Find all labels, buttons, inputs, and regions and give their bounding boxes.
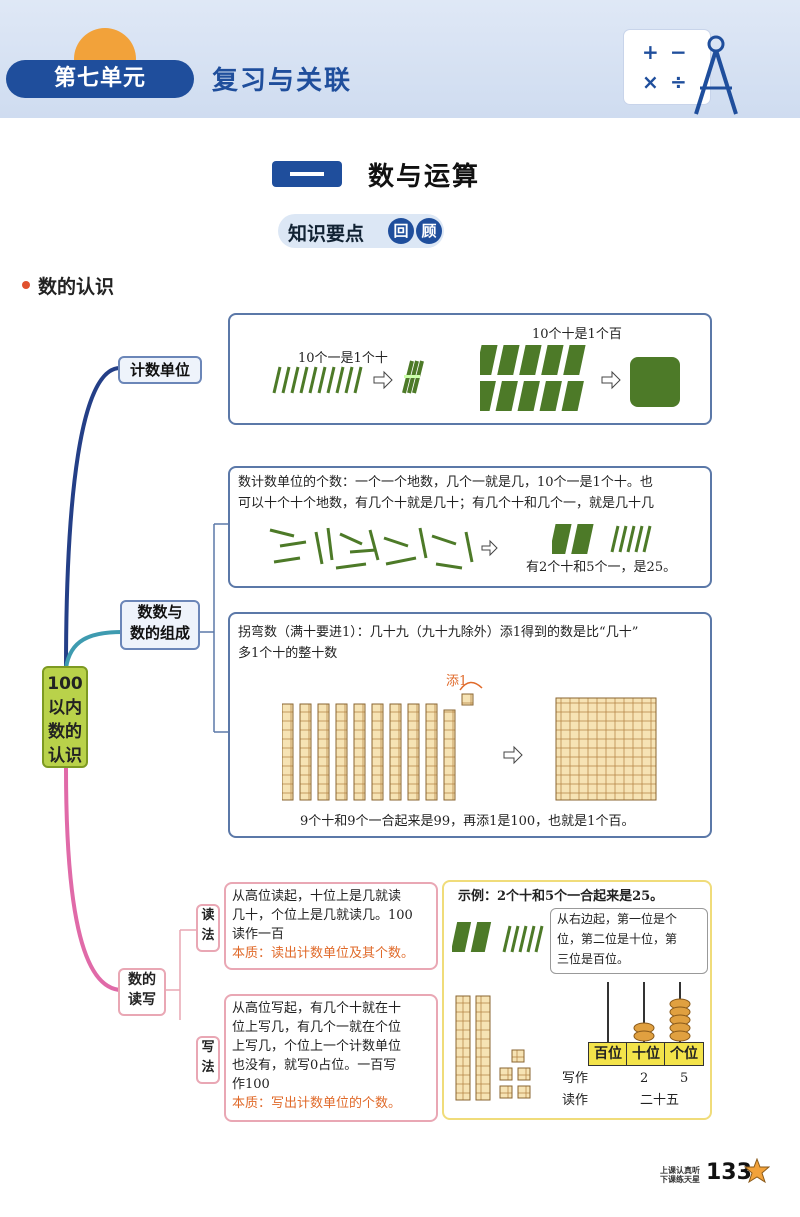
write-line-1: 从高位写起，有几个十就在十 — [232, 1001, 402, 1016]
read-tag-1: 读 — [201, 908, 215, 923]
branch-label-line-2: 数的组成 — [129, 624, 190, 642]
two-tens-five-ones-icon — [552, 524, 652, 554]
star-mascot-icon — [744, 1158, 770, 1184]
write-line-5: 作100 — [232, 1077, 270, 1092]
section-title: 数与运算 — [368, 162, 481, 192]
place-tens: 十位 — [626, 1042, 666, 1066]
read-tag: 读 法 — [196, 904, 220, 952]
write-digit-ones: 5 — [680, 1071, 689, 1086]
counting-text-line-2: 可以十个十个地数，有几个十就是几十；有几个十和几个一，就是几十几 — [238, 496, 655, 511]
caption-ones: 10个一是1个十 — [298, 351, 388, 366]
place-value-blocks-icon — [282, 681, 657, 801]
unit-label: 第七单元 — [6, 60, 194, 98]
example-title: 示例：2个十和5个一合起来是25。 — [458, 889, 664, 904]
math-operations-card: + − × ÷ — [624, 30, 710, 104]
bundle-of-ten-icon — [402, 360, 424, 394]
ten-bundles-to-hundred-icon — [480, 345, 680, 411]
caption-tens: 10个十是1个百 — [532, 327, 622, 342]
root-line-2: 以内 — [48, 698, 82, 718]
carry-text-line-1: 拐弯数（满十要进1）：几十九（九十九除外）添1得到的数是比“几十” — [238, 625, 639, 640]
page-number: 133 — [706, 1160, 752, 1185]
read-line-1: 从高位读起，十位上是几就读 — [232, 889, 402, 904]
write-tag: 写 法 — [196, 1036, 220, 1084]
write-line-4: 也没有，就写0占位。一百写 — [232, 1058, 397, 1073]
place-hundreds: 百位 — [588, 1042, 628, 1066]
counting-caption: 有2个十和5个一，是25。 — [526, 560, 677, 575]
root-line-3: 数的 — [48, 722, 82, 742]
branch-read-write: 数的 读写 — [118, 968, 166, 1016]
divide-icon: ÷ — [670, 70, 687, 94]
write-rules-box: 从高位写起，有几个十就在十 位上写几，有几个一就在个位 上写几，个位上一个计数单… — [224, 994, 438, 1122]
plus-icon: + — [642, 40, 659, 64]
example-box: 示例：2个十和5个一合起来是25。 从右边起，第一位是个 位，第二位是十位，第 … — [442, 880, 712, 1120]
place-ones: 个位 — [664, 1042, 704, 1066]
read-line-3: 读作一百 — [232, 927, 285, 942]
mindmap-root: 100 以内 数的 认识 — [42, 666, 88, 768]
carry-text-line-2: 多1个十的整十数 — [238, 646, 338, 661]
rw-label-line-2: 读写 — [128, 992, 156, 1008]
write-tag-1: 写 — [201, 1040, 215, 1055]
counting-units-box: 10个一是1个十 10个十是1个百 — [228, 313, 712, 425]
bubble-line-2: 位，第二位是十位，第 — [557, 932, 678, 946]
review-label: 知识要点 — [288, 223, 365, 245]
section-number: 一 — [290, 172, 324, 176]
example-blocks-icon — [455, 995, 531, 1101]
rw-label-line-1: 数的 — [128, 972, 156, 988]
read-tag-2: 法 — [201, 928, 215, 943]
write-essence: 本质：写出计数单位的个数。 — [232, 1096, 402, 1111]
carry-caption: 9个十和9个一合起来是99，再添1是100，也就是1个百。 — [300, 814, 635, 829]
times-icon: × — [642, 70, 659, 94]
ten-sticks-icon — [272, 366, 393, 394]
write-tag-2: 法 — [201, 1060, 215, 1075]
branch-counting-units: 计数单位 — [118, 356, 202, 384]
speech-bubble: 从右边起，第一位是个 位，第二位是十位，第 三位是百位。 — [550, 908, 708, 974]
mindmap-connectors — [64, 366, 230, 1020]
write-label: 写作 — [562, 1071, 589, 1086]
review-badge-1: 回 — [388, 218, 414, 244]
read-line-2: 几十，个位上是几就读几。100 — [232, 908, 413, 923]
branch-label-line-1: 数数与 — [137, 603, 183, 621]
root-line-1: 100 — [47, 674, 83, 694]
compass-icon — [694, 35, 738, 115]
bubble-line-3: 三位是百位。 — [557, 952, 630, 966]
two-tens-five-ones-icon-small — [452, 922, 544, 953]
footer-tag: 上课认真听 下课练天星 — [660, 1166, 700, 1184]
bubble-line-1: 从右边起，第一位是个 — [557, 912, 678, 926]
carry-box: 拐弯数（满十要进1）：几十九（九十九除外）添1得到的数是比“几十” 多1个十的整… — [228, 612, 712, 838]
footer-tag-line-2: 下课练天星 — [660, 1175, 700, 1184]
review-badge-2: 顾 — [416, 218, 442, 244]
write-line-2: 位上写几，有几个一就在个位 — [232, 1020, 402, 1035]
subsection-title: 数的认识 — [38, 276, 115, 298]
chapter-title: 复习与关联 — [212, 66, 353, 96]
add-one-label: 添1 — [446, 674, 468, 689]
scattered-sticks-icon — [269, 527, 498, 570]
counting-text-line-1: 数计数单位的个数：一个一个地数，几个一就是几，10个一是1个十。也 — [238, 475, 653, 490]
abacus-icon — [607, 982, 691, 1042]
read-value: 二十五 — [640, 1093, 680, 1108]
counting-box: 数计数单位的个数：一个一个地数，几个一就是几，10个一是1个十。也 可以十个十个… — [228, 466, 712, 588]
read-rules-box: 从高位读起，十位上是几就读 几十，个位上是几就读几。100 读作一百 本质：读出… — [224, 882, 438, 970]
write-line-3: 上写几，个位上一个计数单位 — [232, 1039, 402, 1054]
branch-counting-composition: 数数与 数的组成 — [120, 600, 200, 650]
minus-icon: − — [670, 40, 687, 64]
footer-tag-line-1: 上课认真听 — [660, 1166, 700, 1175]
bullet-dot — [22, 281, 30, 289]
read-label: 读作 — [562, 1093, 589, 1108]
write-digit-tens: 2 — [640, 1071, 649, 1086]
root-line-4: 认识 — [48, 746, 82, 766]
read-essence: 本质：读出计数单位及其个数。 — [232, 946, 415, 961]
